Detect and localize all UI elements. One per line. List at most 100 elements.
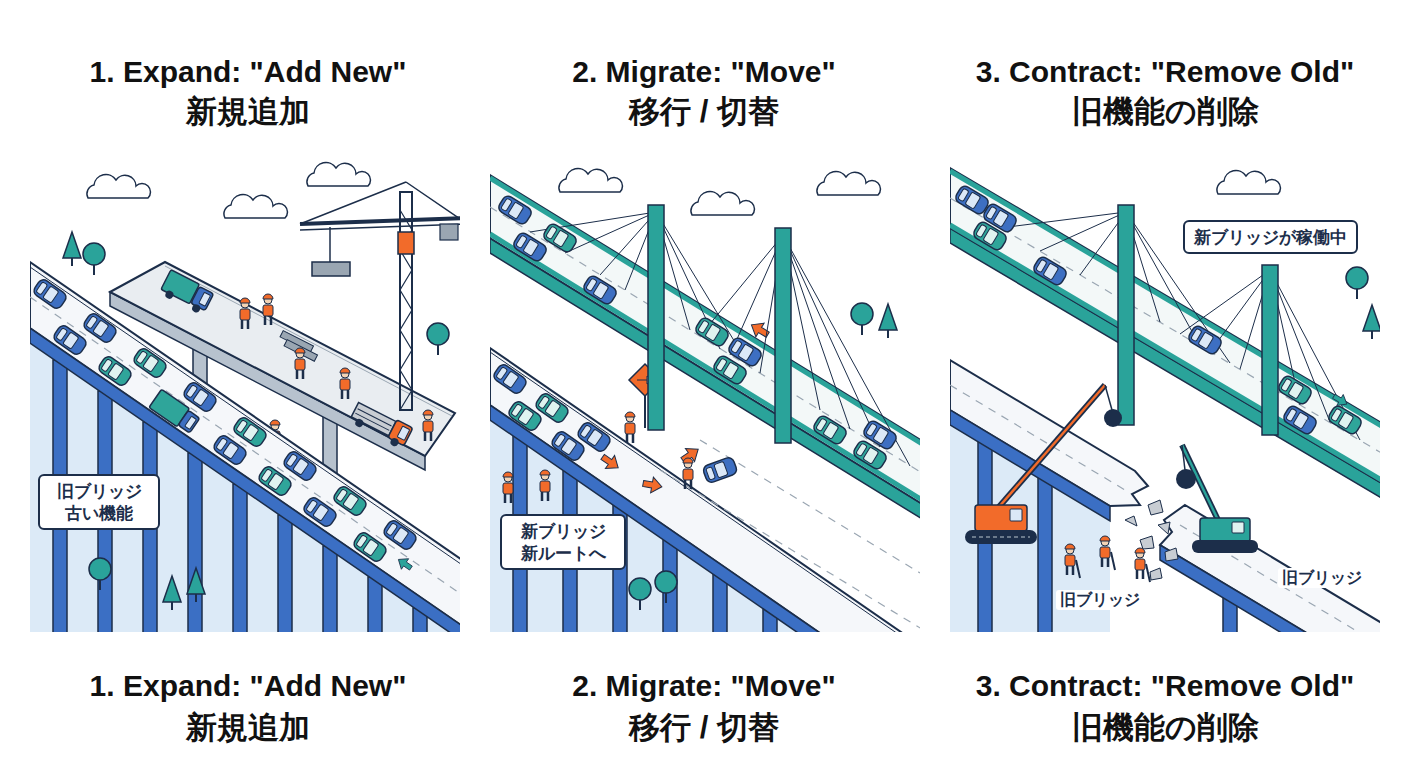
expand-scene <box>368 577 382 632</box>
expand-scene <box>395 554 415 573</box>
panel-heading: 移行 / 切替 <box>629 94 779 130</box>
debris <box>1165 548 1178 561</box>
contract-scene <box>1217 170 1281 194</box>
dump-truck <box>159 270 215 316</box>
contract-scene <box>1038 476 1052 632</box>
expand-scene <box>30 297 460 621</box>
callout-text: 新ブリッジが稼働中 <box>1194 226 1347 248</box>
stay-cables <box>530 212 910 466</box>
migrate-scene <box>812 414 849 446</box>
stay-cables <box>783 235 880 447</box>
expand-scene <box>149 389 201 434</box>
demolition-crane <box>1192 540 1258 553</box>
expand-scene <box>427 323 449 355</box>
expand-scene <box>282 450 319 483</box>
debris <box>1125 500 1178 580</box>
migrate-scene <box>490 234 920 511</box>
migrate-scene <box>694 316 731 348</box>
expand-scene <box>165 266 452 416</box>
migrate-scene <box>648 205 664 430</box>
stay-cables <box>1000 212 1126 228</box>
part-label: 旧ブリッジ <box>1056 590 1144 610</box>
migrate-scene <box>492 363 529 396</box>
callout-box: 旧ブリッジ 古い機能 <box>38 474 160 530</box>
migrate-scene <box>490 238 920 530</box>
migrate-scene <box>550 430 587 463</box>
expand-scene <box>423 410 433 441</box>
flatbed-truck <box>389 437 400 448</box>
demolition-crane <box>965 385 1122 544</box>
debris <box>1140 536 1154 549</box>
flatbed-truck <box>351 402 396 435</box>
contract-scene <box>1331 391 1351 410</box>
expand-scene <box>30 262 460 632</box>
expand-scene <box>332 485 369 518</box>
expand-scene <box>89 558 111 590</box>
dump-truck <box>164 289 175 300</box>
demolition-crane <box>975 505 1027 531</box>
jackhammer <box>1111 552 1115 570</box>
migrate-scene <box>540 470 550 501</box>
migrate-scene <box>582 274 619 306</box>
flatbed-truck <box>348 401 413 451</box>
expand-scene <box>52 324 89 357</box>
jackhammer <box>1146 564 1150 582</box>
flatbed-truck <box>354 418 365 429</box>
expand-scene <box>188 453 202 632</box>
demolition-crane <box>1176 469 1196 489</box>
tower-crane <box>398 232 414 254</box>
migrate-scene <box>503 472 513 503</box>
contract-scene <box>1135 548 1145 579</box>
contract-scene <box>972 220 1009 252</box>
expand-scene <box>382 519 419 552</box>
tower-crane <box>300 224 460 230</box>
tower-crane <box>440 224 458 240</box>
panel-heading: 1. Expand: "Add New" <box>90 669 407 704</box>
expand-scene <box>278 515 292 632</box>
contract-scene <box>1187 324 1224 356</box>
contract-scene <box>950 171 1380 437</box>
expand-scene <box>32 278 69 311</box>
expand-scene <box>187 568 205 602</box>
migrate-scene <box>490 175 920 515</box>
migrate-scene <box>852 439 889 471</box>
expand-scene <box>97 355 134 388</box>
expand-scene <box>257 465 294 498</box>
panel-heading: 1. Expand: "Add New" <box>90 55 407 90</box>
callout-box: 新ブリッジが稼働中 <box>1183 220 1358 254</box>
tower-crane <box>400 192 412 410</box>
jackhammer <box>1076 552 1150 582</box>
migrate-scene <box>625 412 635 443</box>
demolition-crane <box>998 385 1105 508</box>
contract-scene <box>1160 545 1380 632</box>
migrate-scene <box>691 191 755 215</box>
contract-scene <box>1118 205 1134 425</box>
panel-heading: 新規追加 <box>186 710 310 746</box>
panel-heading: 旧機能の削除 <box>1072 94 1259 130</box>
migrate-scene <box>851 303 873 335</box>
debris <box>1125 516 1137 526</box>
migrate-scene <box>507 400 544 433</box>
contract-scene <box>950 168 1380 632</box>
panel-heading: 3. Contract: "Remove Old" <box>976 669 1355 704</box>
debris <box>1158 522 1170 534</box>
stay-cables <box>1000 212 1360 440</box>
expand-scene <box>30 267 460 591</box>
expand-scene <box>295 348 305 379</box>
expand-scene <box>30 162 460 632</box>
stay-cables <box>783 235 850 429</box>
migrate-scene <box>497 194 534 226</box>
stay-cables <box>783 235 910 466</box>
panel-heading: 移行 / 切替 <box>629 710 779 746</box>
contract-scene <box>1180 525 1380 632</box>
contract-scene <box>1363 305 1380 339</box>
migrate-scene <box>655 571 677 603</box>
migrate-scene <box>712 354 749 386</box>
migrate-scene <box>879 304 897 338</box>
demolition-crane <box>998 385 1105 508</box>
tower-crane <box>300 182 460 410</box>
panel-heading: 2. Migrate: "Move" <box>572 55 836 90</box>
contract-scene <box>1282 404 1319 436</box>
expand-scene <box>87 174 151 198</box>
